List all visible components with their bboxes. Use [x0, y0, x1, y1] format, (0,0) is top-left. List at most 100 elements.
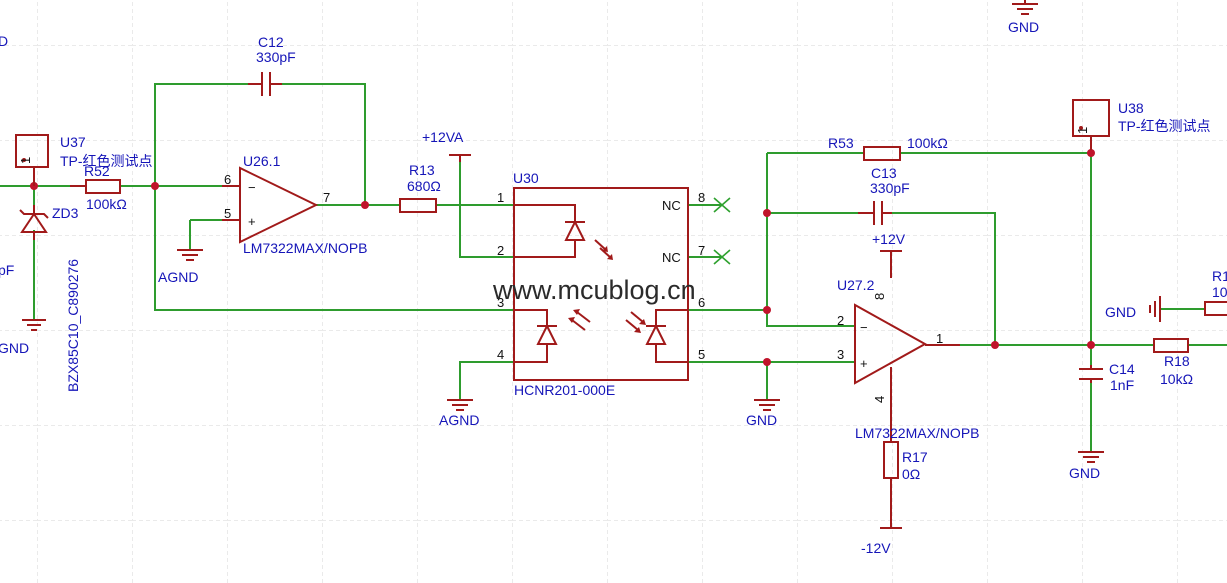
r52-resistor[interactable]: R52 100kΩ [70, 163, 127, 212]
u30-pin-5: 5 [698, 347, 705, 362]
u38-test-point[interactable]: 1 U38 TP-红色测试点 [1072, 99, 1211, 150]
u30-pd1-light-arrows [568, 309, 591, 331]
pwr-neg12v-label: -12V [861, 540, 891, 556]
u26-1-value: LM7322MAX/NOPB [243, 240, 368, 256]
zd3-ref: ZD3 [52, 205, 79, 221]
zd3-gnd-symbol [22, 319, 46, 331]
partial-left-label: D [0, 33, 8, 49]
partial-left-gnd-label: GND [0, 340, 29, 356]
gnd-label-u30: GND [746, 412, 777, 428]
u30-pin-1: 1 [497, 190, 504, 205]
u26-1-pin-5: 5 [224, 206, 231, 221]
zd3-zener-diode[interactable]: ZD3 BZX85C10_C890276 [19, 205, 81, 392]
zd3-value: BZX85C10_C890276 [65, 259, 81, 392]
u27-2-pin-4: 4 [872, 396, 887, 403]
u27-2-minus-sign: − [860, 320, 868, 335]
u26-1-pin-7: 7 [323, 190, 330, 205]
gnd-symbol-right: GND [1105, 296, 1161, 322]
r18-resistor[interactable]: R18 10kΩ [1153, 338, 1193, 387]
u30-pin-2: 2 [497, 243, 504, 258]
gnd-label-top: GND [1008, 19, 1039, 35]
partial-right-value: 10 [1212, 284, 1227, 300]
r52-value: 100kΩ [86, 196, 127, 212]
partial-left-pf-label: pF [0, 262, 14, 278]
gnd-symbol-u30: GND [746, 399, 780, 428]
c12-ref: C12 [258, 34, 284, 50]
junctions [30, 149, 1095, 366]
u30-pin-3: 3 [497, 295, 504, 310]
u27-2-pin-8: 8 [872, 293, 887, 300]
c14-value: 1nF [1110, 377, 1134, 393]
partial-right-ref: R1 [1212, 268, 1227, 284]
u26-1-pin-6: 6 [224, 172, 231, 187]
r13-value: 680Ω [407, 178, 441, 194]
u26-1-plus-sign: + [248, 214, 256, 229]
u26-1-minus-sign: − [248, 180, 256, 195]
u30-nc-8: NC [662, 198, 681, 213]
agnd-symbol-u30: AGND [439, 399, 479, 428]
u38-ref: U38 [1118, 100, 1144, 116]
u30-pin-4: 4 [497, 347, 504, 362]
r13-resistor[interactable]: R13 680Ω [399, 162, 441, 213]
agnd-label-1: AGND [158, 269, 198, 285]
u27-2-pin-3: 3 [837, 347, 844, 362]
c13-value: 330pF [870, 180, 910, 196]
agnd-symbol-u26: AGND [158, 249, 203, 285]
r17-value: 0Ω [902, 466, 920, 482]
u38-pin-number: 1 [1075, 127, 1090, 134]
r13-ref: R13 [409, 162, 435, 178]
u38-value: TP-红色测试点 [1118, 118, 1211, 134]
c13-capacitor[interactable]: C13 330pF [858, 165, 910, 225]
c14-capacitor[interactable]: C14 1nF [1079, 361, 1135, 393]
r18-ref: R18 [1164, 353, 1190, 369]
u26-1-ref: U26.1 [243, 153, 281, 169]
r17-resistor[interactable]: R17 0Ω [883, 441, 928, 528]
pwr-12v-symbol: +12V [872, 231, 906, 278]
gnd-label-right: GND [1105, 304, 1136, 320]
wires [0, 83, 1227, 452]
u27-2-value: LM7322MAX/NOPB [855, 425, 980, 441]
nc-markers [688, 197, 731, 265]
u30-pin-8: 8 [698, 190, 705, 205]
u37-value: TP-红色测试点 [60, 153, 153, 169]
r18-value: 10kΩ [1160, 371, 1193, 387]
u30-ref: U30 [513, 170, 539, 186]
u30-pin-6: 6 [698, 295, 705, 310]
pwr-12va-symbol: +12VA [422, 129, 471, 162]
pwr-neg12v-symbol: -12V [861, 527, 902, 556]
gnd-symbol-top: GND [1008, 0, 1039, 35]
u37-pin-number: 1 [18, 157, 33, 164]
u27-2-plus-sign: + [860, 356, 868, 371]
u37-ref: U37 [60, 134, 86, 150]
u30-nc-7: NC [662, 250, 681, 265]
u27-2-pin-2: 2 [837, 313, 844, 328]
u30-led-emission-arrows [594, 239, 613, 260]
u27-2-ref: U27.2 [837, 277, 875, 293]
gnd-label-c14: GND [1069, 465, 1100, 481]
u26-1-op-amp[interactable]: − + 6 5 7 U26.1 LM7322MAX/NOPB [222, 153, 368, 256]
u30-optocoupler[interactable]: U30 HCNR201-000E 1 2 3 4 5 6 7 8 NC NC [497, 170, 705, 398]
u30-value: HCNR201-000E [514, 382, 615, 398]
r53-ref: R53 [828, 135, 854, 151]
u37-test-point[interactable]: 1 U37 TP-红色测试点 [15, 134, 153, 186]
partial-right-resistor[interactable]: R1 10 [1204, 268, 1227, 316]
c13-ref: C13 [871, 165, 897, 181]
agnd-label-2: AGND [439, 412, 479, 428]
u30-pd2-light-arrows [625, 311, 646, 333]
r52-ref: R52 [84, 163, 110, 179]
pwr-12va-label: +12VA [422, 129, 464, 145]
c12-capacitor[interactable]: C12 330pF [248, 34, 296, 96]
r53-resistor[interactable]: R53 100kΩ [828, 135, 948, 161]
gnd-symbol-c14: GND [1069, 451, 1104, 481]
r53-value: 100kΩ [907, 135, 948, 151]
c14-ref: C14 [1109, 361, 1135, 377]
u30-pin-7: 7 [698, 243, 705, 258]
u27-2-pin-1: 1 [936, 331, 943, 346]
pwr-12v-label: +12V [872, 231, 906, 247]
r17-ref: R17 [902, 449, 928, 465]
c12-value: 330pF [256, 49, 296, 65]
watermark-text: www.mcublog.cn [492, 275, 696, 305]
u27-2-op-amp[interactable]: − + 2 3 1 8 4 U27.2 LM7322MAX/NOPB [837, 277, 980, 442]
